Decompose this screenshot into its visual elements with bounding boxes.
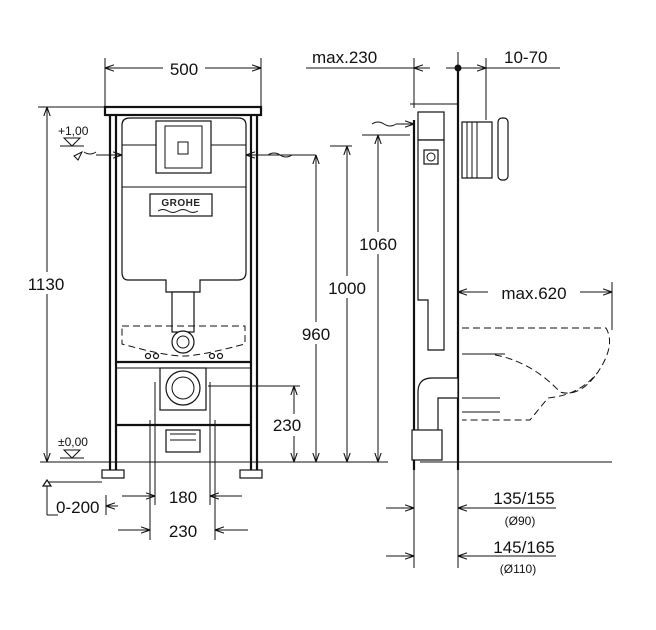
label-960: 960 [302,325,330,344]
label-180: 180 [169,488,197,507]
level-top-icon [62,137,82,147]
grohe-logo [149,193,213,217]
label-1130: 1130 [28,275,65,294]
water-inlet-left-icon [73,150,97,161]
label-230-vertical: 230 [273,416,301,435]
label-10-70: 10-70 [504,48,547,67]
dim-drain-offsets: 135/155 (Ø90) 145/165 (Ø110) [386,470,556,576]
label-1060: 1060 [359,235,397,254]
dim-max-230: max.230 [306,48,430,108]
dim-vertical-group: 960 1000 1060 230 [208,134,410,462]
dim-width-500: 500 [104,58,262,107]
frame-foot-right [239,469,263,479]
level-top: +1,00 [58,124,89,138]
label-max-620: max.620 [501,284,566,303]
label-0-200: 0-200 [56,498,99,517]
frame-top-rail [103,105,263,117]
level-floor-icon [62,449,82,459]
label-1000: 1000 [328,279,366,298]
label-500: 500 [170,60,198,79]
side-cistern-top [417,111,445,141]
level-markers: +1,00 ±0,00 [58,124,89,459]
bowl-outline-front [121,325,246,357]
label-max-230: max.230 [312,48,377,67]
label-pipe-90: (Ø90) [505,514,536,528]
side-valve [423,149,439,165]
dim-height-1130: 1130 [18,106,105,462]
dim-bottom-group: 180 230 0-200 [41,382,248,541]
grohe-logo-text: GROHE [161,198,200,209]
dim-10-70: 10-70 [446,48,560,120]
side-view [371,70,612,470]
label-pipe-110: (Ø110) [500,562,536,576]
label-135-155: 135/155 [493,489,554,508]
label-230-horizontal: 230 [169,522,197,541]
level-floor: ±0,00 [58,435,88,449]
dim-max-620: max.620 [458,281,613,330]
bowl-outline-side [462,327,611,421]
label-145-165: 145/165 [493,538,554,557]
side-cistern [417,139,445,351]
frame-foot-left [101,469,125,479]
flush-plate-button [155,120,212,174]
front-view: GROHE [40,105,388,479]
